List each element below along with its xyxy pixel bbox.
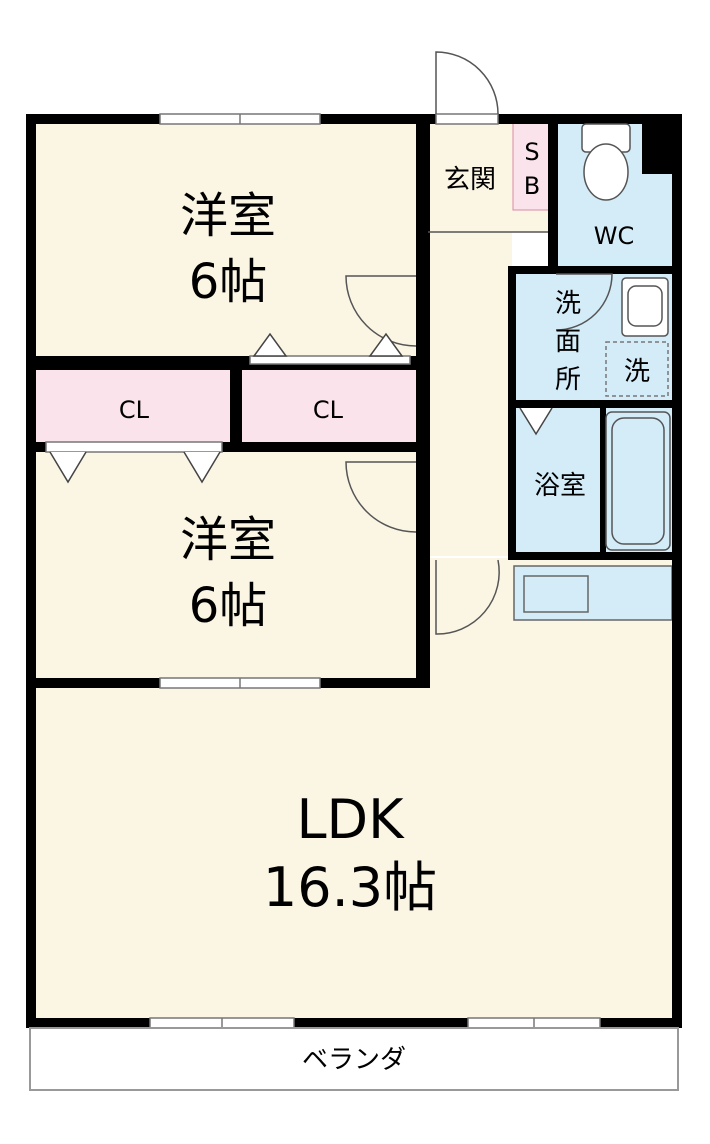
shoe-box-label-s: S	[524, 138, 539, 166]
western-room-2-size: 6帖	[189, 578, 268, 634]
closet-left-label: CL	[119, 396, 150, 424]
wash-basin-icon	[621, 277, 669, 337]
door-swings	[345, 51, 613, 635]
bathroom-label: 浴室	[534, 471, 586, 501]
kitchen-sink	[523, 575, 589, 613]
ldk-fill	[34, 558, 676, 1022]
washroom-label-3: 所	[555, 365, 581, 395]
bathtub-icon	[605, 411, 671, 551]
windows	[45, 113, 601, 1029]
washer-space	[605, 341, 669, 397]
western-room-1-size: 6帖	[189, 254, 268, 310]
washroom-label-1: 洗	[555, 289, 581, 319]
veranda-outline	[29, 1027, 679, 1091]
western-room-1-fill	[34, 120, 426, 362]
veranda-label: ベランダ	[302, 1045, 406, 1075]
closet-right-label: CL	[313, 396, 344, 424]
closet-right-fill	[242, 368, 420, 444]
western-room-1-name: 洋室	[180, 188, 276, 244]
washer-label: 洗	[624, 357, 650, 387]
toilet-icon	[581, 123, 631, 201]
washroom-label-2: 面	[555, 327, 581, 357]
ldk-name: LDK	[296, 788, 405, 851]
ldk-size: 16.3帖	[263, 856, 437, 919]
closet-markers	[49, 332, 553, 484]
hallway-fill	[428, 232, 512, 556]
closet-left-fill	[34, 368, 236, 444]
western-room-2-name: 洋室	[180, 512, 276, 568]
toilet-label: WC	[594, 222, 635, 250]
entrance-label: 玄関	[444, 165, 496, 195]
shoe-box-fill	[512, 121, 552, 211]
shoe-box-label-b: B	[524, 172, 540, 200]
